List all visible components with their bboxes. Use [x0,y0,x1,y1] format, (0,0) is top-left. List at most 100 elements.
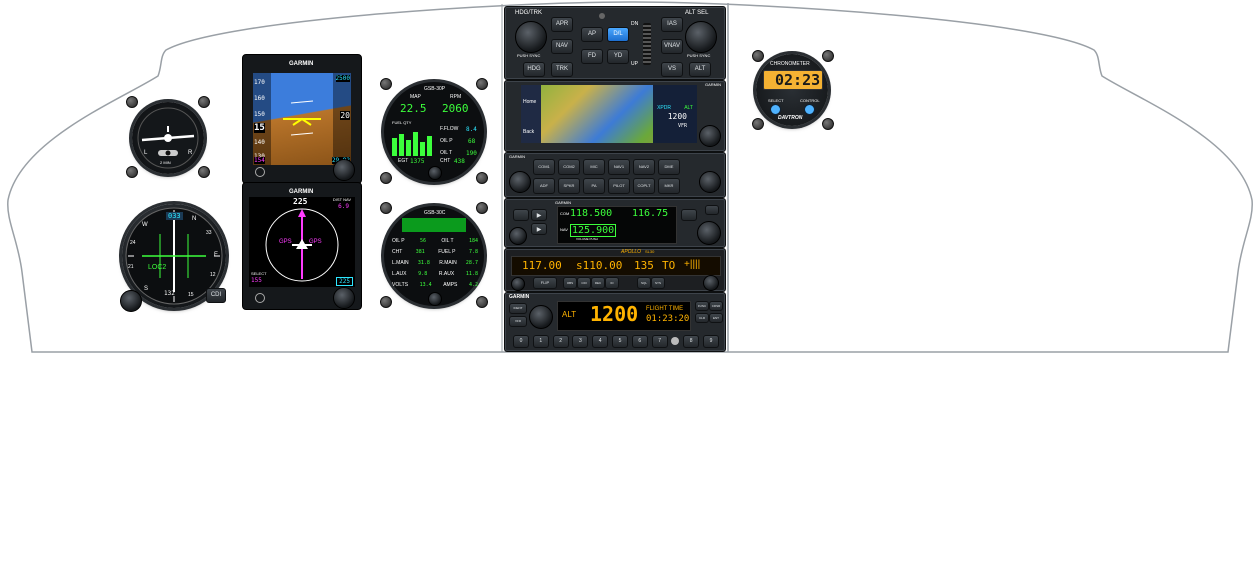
screw-icon [476,202,488,214]
gsb30c-row-label: OIL P [392,238,405,244]
alt-knob[interactable] [685,21,717,53]
com-flip-button[interactable] [513,209,529,221]
audio-button[interactable]: ADF [533,178,555,194]
audio-button[interactable]: COPLT [633,178,655,194]
chrono-select-label: SELECT [768,98,784,103]
gns-tune-knob[interactable] [697,221,721,245]
audio-button[interactable]: NAV1 [608,159,630,175]
xpdr-mode: ALT [562,310,577,319]
cdi-tick-e: E [214,252,219,258]
audio-button[interactable]: DME [658,159,680,175]
cdi-loc-label: LOC2 [148,264,167,271]
hdg-trk-label: HDG/TRK [515,10,542,16]
gtn-back-label[interactable]: Back [523,129,535,135]
audio-volume-knob[interactable] [509,171,531,193]
power-icon[interactable] [255,167,265,177]
xpdr-side-key[interactable]: VFR [509,316,527,327]
xpdr-key[interactable]: 3 [572,335,589,348]
pitch-wheel[interactable] [643,23,651,65]
apollo-button[interactable]: SQL [637,277,651,289]
oilp-value: 68 [468,138,476,145]
gtn-navigator: GARMIN Home Back XPDR ALT 1200 VFR [504,80,726,152]
audio-button[interactable]: SPKR [558,178,580,194]
gns-volume-knob[interactable] [509,227,527,245]
gns-right-button[interactable] [681,209,697,221]
apollo-button[interactable]: ID [605,277,619,289]
nav-button[interactable]: NAV [551,39,573,54]
xpdr-key[interactable]: 7 [651,335,668,348]
xpdr-side-key[interactable]: CRSR [709,301,723,311]
hsi-bottom-right: 225 [336,277,353,286]
xpdr-key[interactable]: 0 [513,335,529,348]
xpdr-key[interactable]: 8 [683,335,700,348]
obs-knob[interactable] [120,290,142,312]
fd-button[interactable]: FD [581,49,603,64]
apollo-left-knob[interactable] [511,277,525,291]
gsb30c-row-value: 31.8 [417,260,430,266]
gsb30c-knob[interactable] [428,292,442,306]
chrono-control-button[interactable] [804,104,815,115]
xpdr-key[interactable]: 6 [631,335,648,348]
xpdr-key[interactable]: 2 [552,335,569,348]
xpdr-mode-knob[interactable] [529,305,553,329]
apollo-button[interactable]: REC [591,277,605,289]
apollo-button[interactable]: SYS [651,277,665,289]
audio-button[interactable]: PILOT [608,178,630,194]
gns-com-active: 118.500 [570,208,613,219]
audio-squelch-knob[interactable] [699,171,721,193]
g5-speed-150: 150 [254,111,265,118]
apollo-button[interactable]: OBS [563,277,577,289]
gsb30c-row-value: 381 [415,249,425,255]
dl-button[interactable]: D/L [607,27,629,42]
yd-button[interactable]: YD [607,49,629,64]
xpdr-side-key[interactable]: FUNC [695,301,709,311]
audio-button[interactable]: PA [583,178,605,194]
vnav-button[interactable]: VNAV [661,39,683,54]
audio-button[interactable]: COM2 [558,159,580,175]
cdi-tick-24: 24 [130,240,136,246]
g5-attitude-knob[interactable] [333,159,355,181]
xpdr-side-key[interactable]: IDENT [509,303,527,314]
power-icon[interactable] [255,293,265,303]
gns-com-standby: 116.75 [632,208,669,219]
egt-label: EGT [398,158,409,164]
cdi-heading-top: 033 [166,212,183,220]
egt-value: 1375 [410,158,425,165]
apr-button[interactable]: APR [551,17,573,32]
gsb30c-row-value: 184 [468,238,478,244]
xpdr-key[interactable]: 4 [592,335,609,348]
nav-flip-button[interactable]: ▶ [531,223,547,235]
audio-button[interactable]: MKR [658,178,680,194]
play-icon[interactable]: ▶ [531,209,547,221]
gtn-screen: Home Back XPDR ALT 1200 VFR [521,85,697,143]
attitude-horizon-icon [283,100,321,136]
gtn-knob[interactable] [699,125,721,147]
ias-button[interactable]: IAS [661,17,683,32]
apollo-flip-button[interactable]: FLIP [533,277,557,289]
trk-button[interactable]: TRK [551,62,573,77]
alt-button[interactable]: ALT [689,62,711,77]
g5-hsi-knob[interactable] [333,287,355,309]
audio-button[interactable]: MIC [583,159,605,175]
push-sync-right: PUSH SYNC [687,53,711,58]
xpdr-key[interactable]: 9 [702,335,719,348]
screw-icon [822,50,834,62]
gns-top-right-button[interactable] [705,205,719,215]
apollo-button[interactable]: CDI [577,277,591,289]
cdi-button[interactable]: CDI [206,288,226,303]
hdg-knob[interactable] [515,21,547,53]
hdg-button[interactable]: HDG [523,62,545,77]
gtn-home-label[interactable]: Home [523,99,537,105]
gsb30c-row-value: 9.8 [418,271,428,277]
xpdr-key[interactable]: 1 [532,335,549,348]
audio-button[interactable]: NAV2 [633,159,655,175]
xpdr-side-key[interactable]: CLR [695,313,709,323]
xpdr-side-key[interactable]: ENT [709,313,723,323]
chrono-select-button[interactable] [770,104,781,115]
gsb30p-knob[interactable] [428,166,442,180]
vs-button[interactable]: VS [661,62,683,77]
ap-button[interactable]: AP [581,27,603,42]
audio-button[interactable]: COM1 [533,159,555,175]
xpdr-key[interactable]: 5 [611,335,628,348]
apollo-right-knob[interactable] [703,275,719,291]
